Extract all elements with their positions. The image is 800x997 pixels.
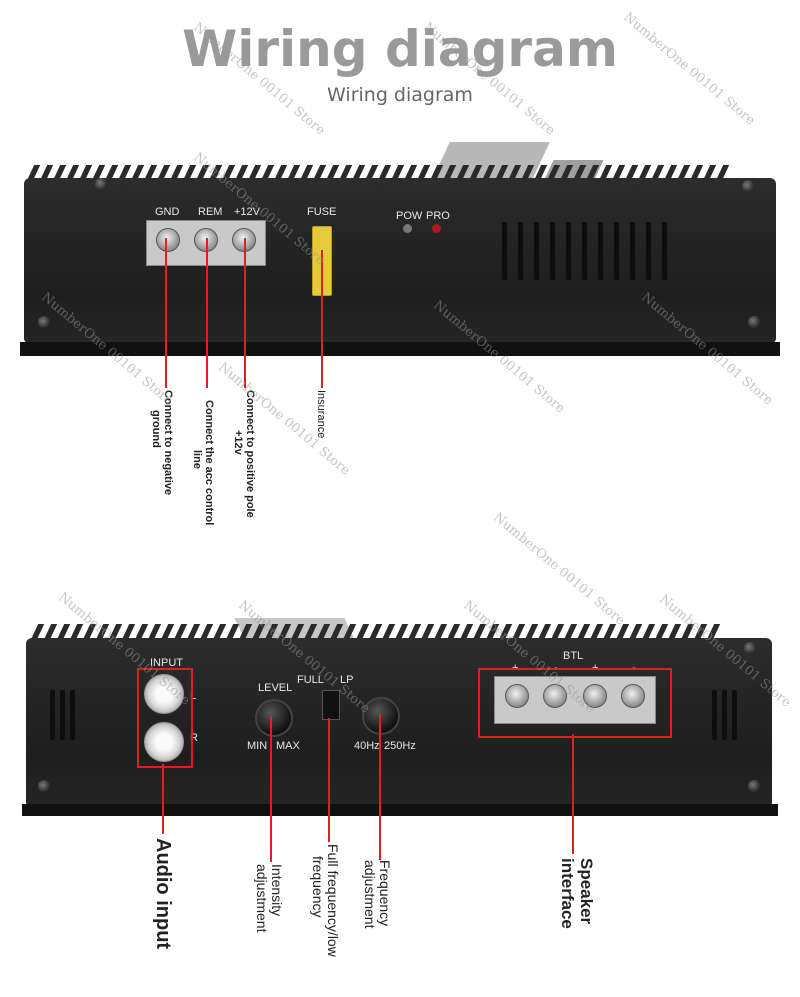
- audio-input-annotation: Audio input: [152, 838, 174, 950]
- max-label: MAX: [276, 740, 300, 752]
- page-subtitle: Wiring diagram: [327, 84, 473, 106]
- full-label: FULL: [297, 674, 324, 686]
- screw-icon: [38, 780, 50, 792]
- fuse-annotation: Insurance: [315, 390, 327, 439]
- min-label: MIN: [247, 740, 268, 752]
- gnd-leader-line: [165, 238, 167, 388]
- speaker-terminal-2-icon[interactable]: [543, 684, 567, 708]
- hz40-label: 40Hz: [354, 740, 380, 752]
- frequency-knob-icon[interactable]: [362, 697, 400, 735]
- rem-label: REM: [198, 206, 223, 218]
- pow-led-icon: [403, 224, 412, 233]
- speaker-terminal-4-icon[interactable]: [621, 684, 645, 708]
- input-label: INPUT: [150, 657, 183, 669]
- btl-label: BTL: [563, 650, 584, 662]
- screw-icon: [744, 642, 756, 654]
- l-label: L: [190, 690, 197, 702]
- screw-icon: [742, 180, 754, 192]
- watermark: NumberOne 00101 Store: [490, 510, 628, 629]
- pro-label: PRO: [426, 210, 450, 222]
- pro-led-icon: [432, 224, 441, 233]
- audio-leader-line: [162, 764, 164, 834]
- level-label: LEVEL: [258, 682, 293, 694]
- rca-right-input-icon[interactable]: [144, 722, 184, 762]
- pos-leader-line: [244, 238, 246, 388]
- screw-icon: [748, 780, 760, 792]
- bottom-amp-base: [22, 804, 778, 816]
- level-knob-icon[interactable]: [255, 699, 293, 737]
- r-label: R: [190, 732, 198, 744]
- fullfreq-leader-line: [328, 718, 330, 842]
- speaker-terminal-1-icon[interactable]: [505, 684, 529, 708]
- pos-annotation: Connect to positive pole+12v: [232, 390, 256, 518]
- fuse-leader-line: [321, 250, 323, 388]
- gnd-terminal-icon[interactable]: [156, 228, 180, 252]
- gnd-label: GND: [155, 206, 180, 218]
- pow-label: POW: [396, 210, 423, 222]
- rem-leader-line: [206, 238, 208, 388]
- screw-icon: [38, 316, 50, 328]
- top-amp-base: [20, 342, 780, 356]
- page-title: Wiring diagram: [182, 20, 618, 78]
- lp-label: LP: [340, 674, 354, 686]
- pos-label: +12V: [234, 206, 260, 218]
- screw-icon: [748, 316, 760, 328]
- rca-left-input-icon[interactable]: [144, 674, 184, 714]
- hz250-label: 250Hz: [384, 740, 416, 752]
- intensity-leader-line: [270, 716, 272, 862]
- full-lp-switch[interactable]: [322, 690, 340, 720]
- speaker-leader-line: [572, 734, 574, 854]
- speaker-interface-highlight: [478, 668, 672, 738]
- audio-input-highlight: [137, 668, 193, 768]
- frequency-leader-line: [379, 714, 381, 860]
- fuse-label: FUSE: [307, 206, 337, 218]
- speaker-terminal-3-icon[interactable]: [583, 684, 607, 708]
- screw-icon: [95, 178, 107, 190]
